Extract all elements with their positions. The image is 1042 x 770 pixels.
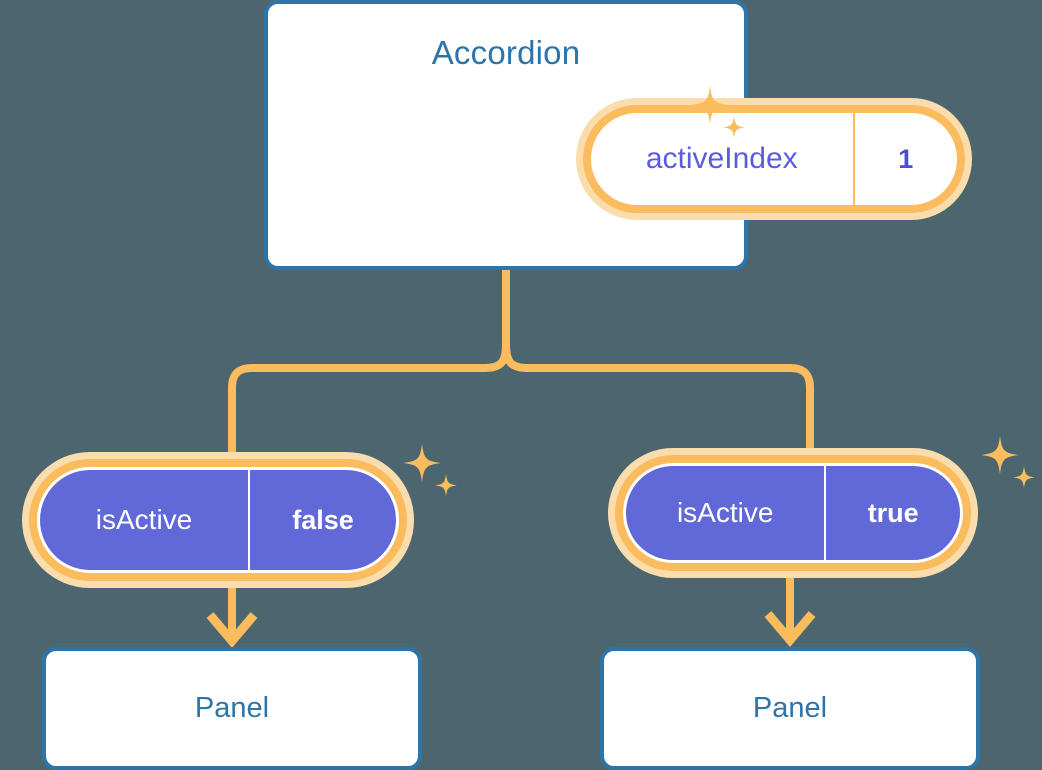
- sparkle-group-right: [981, 436, 1035, 488]
- state-pill-key-active-index: activeIndex: [591, 113, 855, 205]
- state-pill-ring: isActive false: [29, 459, 407, 581]
- state-pill-value-is-active-right: true: [867, 497, 919, 528]
- panel-card-right-label: Panel: [752, 692, 828, 724]
- state-pill-key-is-active-right: isActive: [626, 466, 827, 560]
- connector-tree-path: [228, 266, 814, 474]
- state-pill-active-index[interactable]: activeIndex 1: [576, 98, 972, 220]
- arrow-down-chevron-right-icon: [764, 611, 816, 647]
- state-pill-is-active-true[interactable]: isActive true: [608, 448, 978, 578]
- state-pill-body: isActive false: [37, 467, 399, 573]
- sparkle-four-point-large-icon: [981, 436, 1019, 474]
- state-pill-key-is-active-left: isActive: [40, 470, 251, 570]
- state-pill-body: isActive true: [623, 463, 963, 563]
- panel-card-left[interactable]: Panel: [42, 647, 422, 770]
- state-pill-body: activeIndex 1: [591, 113, 957, 205]
- panel-card-left-label: Panel: [194, 692, 270, 724]
- arrow-down-chevron-left-icon: [206, 612, 258, 648]
- sparkle-four-point-small-icon: [435, 474, 457, 496]
- state-pill-value-active-index: 1: [898, 143, 914, 174]
- state-pill-ring: isActive true: [615, 455, 971, 571]
- state-pill-ring: activeIndex 1: [583, 105, 965, 213]
- sparkle-four-point-small-icon: [1013, 466, 1035, 488]
- accordion-card-title: Accordion: [431, 34, 581, 71]
- sparkle-four-point-large-icon: [403, 444, 441, 482]
- state-pill-is-active-false[interactable]: isActive false: [22, 452, 414, 588]
- accordion-component-card[interactable]: Accordion activeIndex 1: [264, 0, 972, 270]
- state-pill-value-is-active-left: false: [292, 504, 354, 535]
- panel-card-right[interactable]: Panel: [600, 647, 980, 770]
